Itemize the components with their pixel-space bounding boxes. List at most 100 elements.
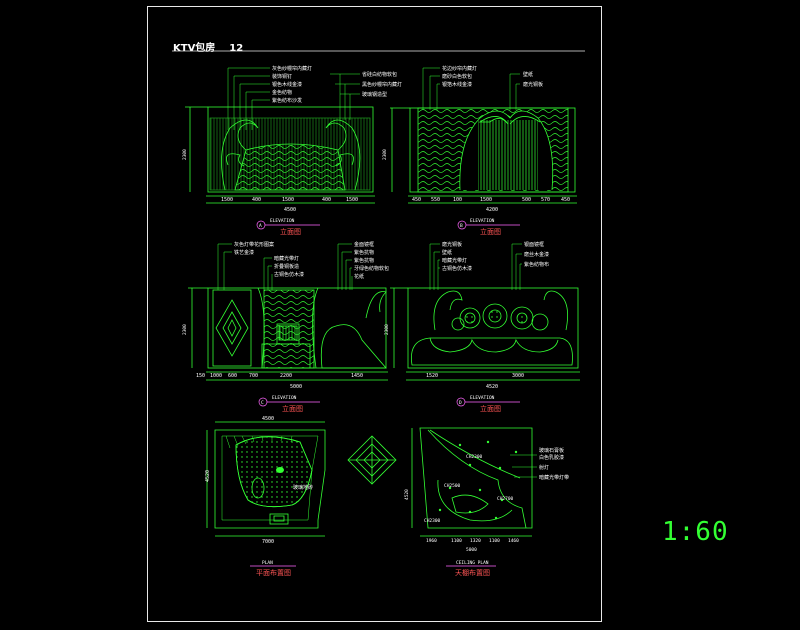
svg-text:C: C	[261, 400, 264, 406]
elevation-a	[185, 67, 375, 204]
svg-text:花纸: 花纸	[354, 273, 364, 280]
svg-text:玻璃石膏板: 玻璃石膏板	[539, 447, 564, 454]
svg-text:4520: 4520	[486, 384, 498, 390]
svg-text:ELEVATION: ELEVATION	[470, 395, 495, 401]
svg-text:暗藏光带灯: 暗藏光带灯	[274, 255, 299, 262]
svg-text:花边纱帘内藏灯: 花边纱帘内藏灯	[442, 65, 477, 72]
svg-text:玻璃地砖: 玻璃地砖	[293, 484, 313, 491]
svg-text:白色乳胶漆: 白色乳胶漆	[539, 454, 564, 461]
svg-text:折叠铜板造: 折叠铜板造	[274, 263, 299, 270]
svg-text:550: 550	[431, 197, 440, 203]
svg-text:古铜色仿木漆: 古铜色仿木漆	[274, 271, 304, 278]
svg-text:CH2500: CH2500	[444, 483, 461, 489]
svg-text:2300: 2300	[182, 324, 188, 335]
svg-text:1100: 1100	[451, 538, 462, 544]
svg-text:紫色抗物: 紫色抗物	[354, 249, 374, 256]
svg-text:暗藏光带灯带: 暗藏光带灯带	[539, 474, 569, 481]
svg-text:2300: 2300	[384, 324, 390, 335]
svg-text:金色纺物: 金色纺物	[272, 89, 292, 96]
svg-text:3000: 3000	[512, 373, 524, 379]
svg-text:4500: 4500	[262, 416, 274, 422]
svg-text:平面布置图: 平面布置图	[256, 568, 291, 577]
svg-text:古铜色仿木漆: 古铜色仿木漆	[442, 265, 472, 272]
svg-text:装饰铜钉: 装饰铜钉	[272, 73, 292, 80]
svg-text:磨砂白色软包: 磨砂白色软包	[442, 73, 472, 80]
elevation-b	[390, 67, 577, 204]
svg-text:省硅白纺物软包: 省硅白纺物软包	[362, 71, 397, 78]
svg-text:紫色纺物布: 紫色纺物布	[524, 261, 549, 268]
svg-text:1960: 1960	[426, 538, 437, 544]
svg-text:天棚布置图: 天棚布置图	[455, 568, 490, 577]
svg-text:紫色纺布沙发: 紫色纺布沙发	[272, 97, 302, 104]
floor-plan	[206, 421, 326, 537]
svg-text:紫色抗物: 紫色抗物	[354, 257, 374, 264]
svg-text:2200: 2200	[280, 373, 292, 379]
svg-text:450: 450	[412, 197, 421, 203]
drawing-title: KTV包房 12	[173, 43, 244, 54]
svg-text:磨光铜板: 磨光铜板	[523, 81, 543, 88]
svg-text:A: A	[259, 223, 262, 229]
svg-text:570: 570	[541, 197, 550, 203]
svg-text:立面图: 立面图	[480, 227, 501, 236]
svg-text:立面图: 立面图	[280, 227, 301, 236]
svg-text:银色木线金漆: 银色木线金漆	[272, 81, 302, 88]
svg-text:金面镜框: 金面镜框	[354, 241, 374, 248]
svg-text:4200: 4200	[486, 207, 498, 213]
svg-text:CH2300: CH2300	[424, 518, 441, 524]
svg-text:CH2700: CH2700	[497, 496, 514, 502]
svg-text:500: 500	[522, 197, 531, 203]
svg-text:100: 100	[453, 197, 462, 203]
svg-text:1320: 1320	[470, 538, 481, 544]
svg-text:PLAN: PLAN	[262, 560, 273, 566]
svg-text:ELEVATION: ELEVATION	[272, 395, 297, 401]
svg-text:D: D	[459, 400, 462, 406]
svg-text:4500: 4500	[284, 207, 296, 213]
svg-text:1460: 1460	[508, 538, 519, 544]
svg-text:400: 400	[322, 197, 331, 203]
svg-text:立面图: 立面图	[282, 404, 303, 413]
svg-text:1450: 1450	[351, 373, 363, 379]
svg-text:黑色纱幔帘内藏灯: 黑色纱幔帘内藏灯	[362, 81, 402, 88]
scale-label: 1:60	[662, 517, 729, 547]
svg-text:CH2300: CH2300	[466, 454, 483, 460]
svg-text:磨丝木金漆: 磨丝木金漆	[524, 251, 549, 258]
svg-text:150: 150	[196, 373, 205, 379]
svg-text:暗藏光带灯: 暗藏光带灯	[442, 257, 467, 264]
svg-text:银箔木线金漆: 银箔木线金漆	[442, 81, 472, 88]
svg-text:1000: 1000	[210, 373, 222, 379]
svg-text:玻璃钢造型: 玻璃钢造型	[362, 91, 387, 98]
svg-text:450: 450	[561, 197, 570, 203]
svg-text:5000: 5000	[290, 384, 302, 390]
drawing-frame	[147, 6, 602, 622]
svg-text:400: 400	[252, 197, 261, 203]
svg-text:1500: 1500	[221, 197, 233, 203]
svg-text:射灯: 射灯	[539, 464, 549, 471]
svg-text:700: 700	[249, 373, 258, 379]
svg-text:ELEVATION: ELEVATION	[470, 218, 495, 224]
elevation-c	[188, 243, 388, 381]
svg-text:B: B	[460, 223, 463, 229]
svg-text:1500: 1500	[282, 197, 294, 203]
svg-text:铁艺金漆: 铁艺金漆	[234, 249, 254, 256]
ceiling-plan	[411, 427, 537, 537]
svg-text:立面图: 立面图	[480, 404, 501, 413]
svg-text:1520: 1520	[426, 373, 438, 379]
svg-text:4520: 4520	[205, 470, 211, 482]
svg-text:壁纸: 壁纸	[442, 249, 452, 256]
svg-text:1500: 1500	[480, 197, 492, 203]
svg-text:600: 600	[228, 373, 237, 379]
svg-text:牙绿色纺物软包: 牙绿色纺物软包	[354, 265, 389, 272]
svg-text:1500: 1500	[346, 197, 358, 203]
svg-text:ELEVATION: ELEVATION	[270, 218, 295, 224]
svg-text:7000: 7000	[262, 539, 274, 545]
svg-text:4520: 4520	[404, 489, 410, 500]
elevation-d	[390, 243, 580, 381]
svg-text:磨光铜板: 磨光铜板	[442, 241, 462, 248]
svg-text:灰色灯带花形图案: 灰色灯带花形图案	[234, 241, 274, 248]
svg-text:银面镜框: 银面镜框	[524, 241, 544, 248]
ornament-diamond	[347, 435, 397, 485]
svg-text:1100: 1100	[489, 538, 500, 544]
svg-text:灰色纱幔帘内藏灯: 灰色纱幔帘内藏灯	[272, 65, 312, 72]
svg-text:5000: 5000	[466, 547, 477, 553]
